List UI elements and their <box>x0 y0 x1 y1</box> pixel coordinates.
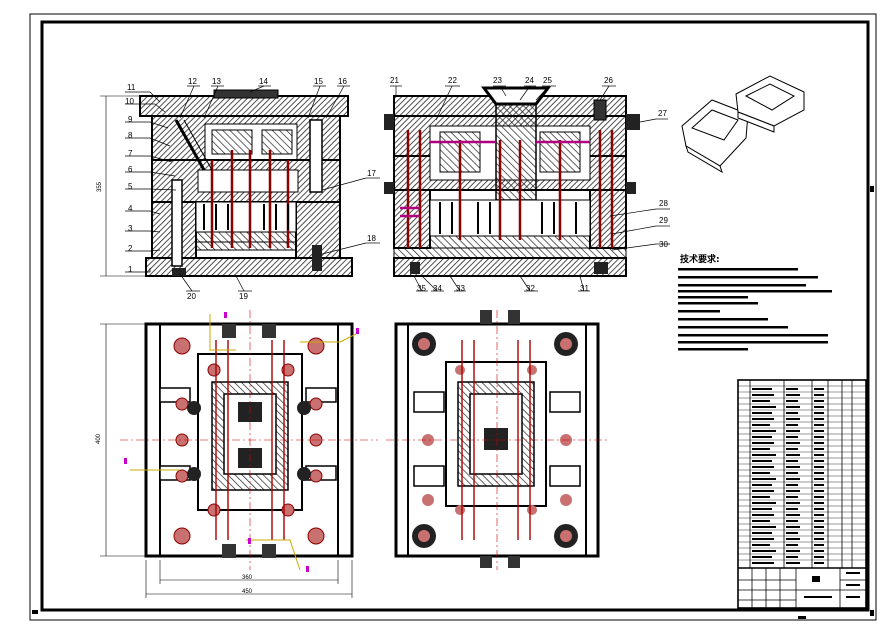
part-label: 5 <box>128 182 133 191</box>
part-label: 1 <box>128 265 133 274</box>
part-labels-right: 21 22 23 24 25 26 27 28 29 30 31 32 33 3… <box>390 76 668 293</box>
part-label: 30 <box>659 240 668 249</box>
part-label: 33 <box>456 284 465 293</box>
dim-plan <box>100 323 353 598</box>
outer-frame <box>29 13 877 621</box>
part-label: 4 <box>128 204 133 213</box>
part-label: 34 <box>433 284 442 293</box>
part-label: 6 <box>128 165 133 174</box>
part-label: 26 <box>604 76 613 85</box>
part-label: 21 <box>390 76 399 85</box>
part-label: 27 <box>658 109 667 118</box>
part-label: 19 <box>239 292 248 301</box>
part-label: 15 <box>314 77 323 86</box>
part-label: 23 <box>493 76 502 85</box>
part-labels-left: 1 2 3 4 5 6 7 8 9 10 11 12 13 14 15 16 1… <box>125 77 376 301</box>
part-label: 35 <box>417 284 426 293</box>
part-label: 25 <box>543 76 552 85</box>
part-label: 12 <box>188 77 197 86</box>
part-label: 3 <box>128 224 133 233</box>
dim-plan-height-label: 400 <box>96 433 102 444</box>
plan-view-left <box>120 310 378 572</box>
part-label: 10 <box>125 97 134 106</box>
bom-text-marks <box>752 388 860 598</box>
part-label: 24 <box>525 76 534 85</box>
part-label: 22 <box>448 76 457 85</box>
part-label: 29 <box>659 216 668 225</box>
part-label: 31 <box>580 284 589 293</box>
part-isometric-sketch <box>681 75 805 174</box>
part-label: 17 <box>367 169 376 178</box>
part-label: 9 <box>128 115 133 124</box>
part-label: 11 <box>127 83 136 92</box>
part-label: 32 <box>526 284 535 293</box>
part-label: 18 <box>367 234 376 243</box>
dim-plan-width-outer-label: 450 <box>242 589 253 595</box>
part-label: 13 <box>212 77 221 86</box>
part-label: 20 <box>187 292 196 301</box>
tech-heading: 技术要求: <box>680 253 720 265</box>
leader-lines-right <box>390 85 670 292</box>
part-label: 7 <box>128 149 133 158</box>
dim-left-height-label: 355 <box>97 181 103 192</box>
part-label: 2 <box>128 244 133 253</box>
bom-rows <box>738 385 866 561</box>
part-label: 14 <box>259 77 268 86</box>
inner-frame <box>40 20 870 612</box>
part-label: 8 <box>128 131 133 140</box>
plan-view-right <box>386 310 610 570</box>
dim-plan-width-inner-label: 360 <box>242 575 253 581</box>
leader-lines-left <box>125 85 380 292</box>
part-label: 28 <box>659 199 668 208</box>
technical-requirements: 技术要求: <box>678 253 832 351</box>
section-view-left <box>139 89 353 277</box>
corner-marks <box>32 186 874 619</box>
part-label: 16 <box>338 77 347 86</box>
section-view-right <box>384 86 640 277</box>
dim-left-height <box>100 95 146 277</box>
